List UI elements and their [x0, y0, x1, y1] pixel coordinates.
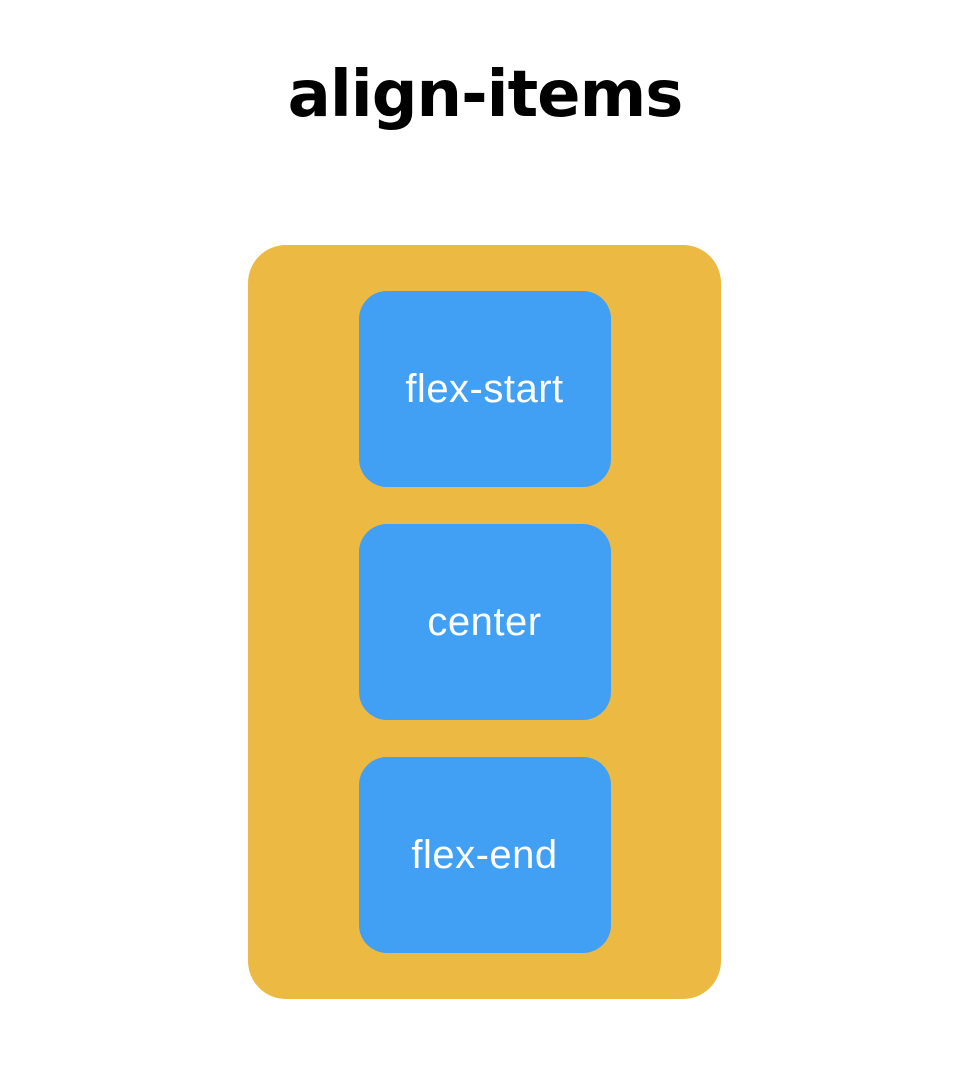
- flex-item-center: center: [358, 524, 611, 720]
- flex-item-label: flex-start: [405, 366, 564, 411]
- page-title: align-items: [287, 58, 684, 132]
- flex-item-flex-start: flex-start: [358, 291, 611, 487]
- flex-item-label: flex-end: [411, 832, 558, 877]
- flex-item-label: center: [427, 599, 542, 644]
- flex-container: flex-start center flex-end: [248, 245, 721, 999]
- flex-item-flex-end: flex-end: [358, 757, 611, 953]
